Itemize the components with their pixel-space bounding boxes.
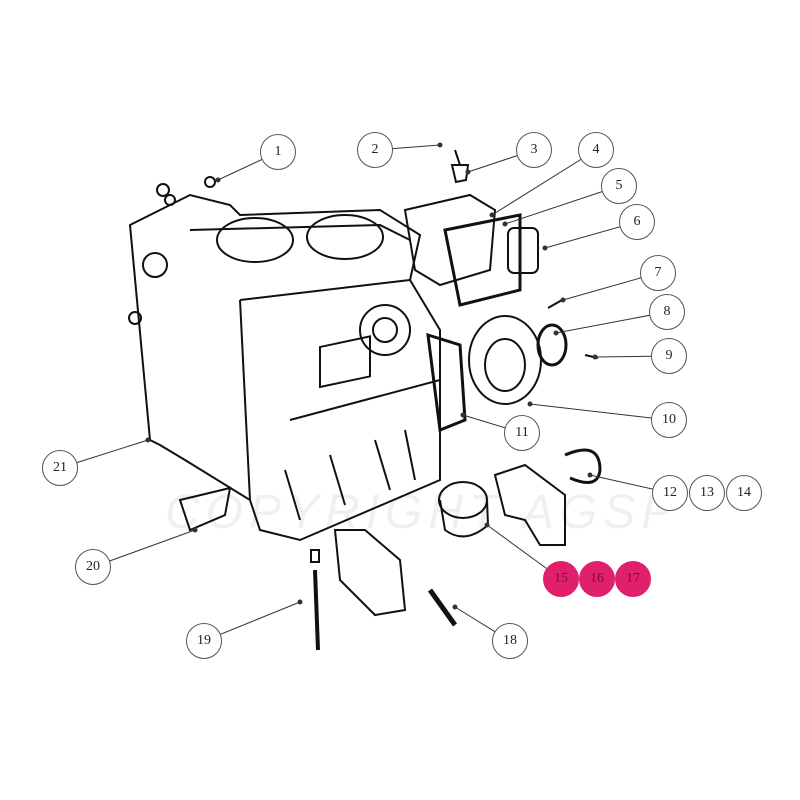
thrust-washer [564, 448, 602, 484]
leader-line [555, 311, 668, 334]
callout-2[interactable]: 2 [357, 132, 393, 168]
callout-1[interactable]: 1 [260, 134, 296, 170]
leader-arrowhead [587, 472, 593, 478]
callout-9[interactable]: 9 [651, 338, 687, 374]
leader-line [529, 403, 670, 421]
bearing-shell [438, 481, 488, 519]
bearing-cap [493, 463, 566, 546]
bolt [313, 569, 320, 651]
leader-line [504, 185, 620, 225]
leader-arrowhead [489, 212, 495, 218]
leader-arrowhead [560, 297, 566, 303]
gasket [443, 213, 522, 307]
leader-arrowhead [484, 522, 490, 528]
side-gasket [426, 332, 467, 433]
lower-cap [333, 529, 407, 617]
callout-4[interactable]: 4 [578, 132, 614, 168]
callout-20[interactable]: 20 [75, 549, 111, 585]
callout-3[interactable]: 3 [516, 132, 552, 168]
callout-21[interactable]: 21 [42, 450, 78, 486]
callout-19[interactable]: 19 [186, 623, 222, 659]
filter [507, 227, 539, 274]
oil-seal [536, 323, 568, 367]
leader-arrowhead [465, 169, 471, 175]
leader-arrowhead [437, 142, 443, 148]
callout-10[interactable]: 10 [651, 402, 687, 438]
leader-arrowhead [592, 354, 598, 360]
callout-18[interactable]: 18 [492, 623, 528, 659]
leader-arrowhead [460, 412, 466, 418]
callout-16[interactable]: 16 [579, 561, 615, 597]
leader-arrowhead [553, 330, 559, 336]
leader-arrowhead [542, 245, 548, 251]
callout-13[interactable]: 13 [689, 475, 725, 511]
leader-line [491, 149, 597, 216]
leader-arrowhead [192, 527, 198, 533]
leader-arrowhead [215, 177, 221, 183]
leader-arrowhead [145, 437, 151, 443]
callout-15[interactable]: 15 [543, 561, 579, 597]
crankcase-block [128, 193, 441, 542]
callout-14[interactable]: 14 [726, 475, 762, 511]
leader-arrowhead [452, 604, 458, 610]
bracket [178, 486, 232, 532]
leader-arrowhead [297, 599, 303, 605]
leader-arrowhead [527, 401, 533, 407]
callout-8[interactable]: 8 [649, 294, 685, 330]
stud [427, 588, 458, 627]
callout-7[interactable]: 7 [640, 255, 676, 291]
callout-12[interactable]: 12 [652, 475, 688, 511]
callout-11[interactable]: 11 [504, 415, 540, 451]
leader-arrowhead [502, 221, 508, 227]
valve-cover [403, 193, 497, 287]
callout-6[interactable]: 6 [619, 204, 655, 240]
callout-17[interactable]: 17 [615, 561, 651, 597]
callout-5[interactable]: 5 [601, 168, 637, 204]
